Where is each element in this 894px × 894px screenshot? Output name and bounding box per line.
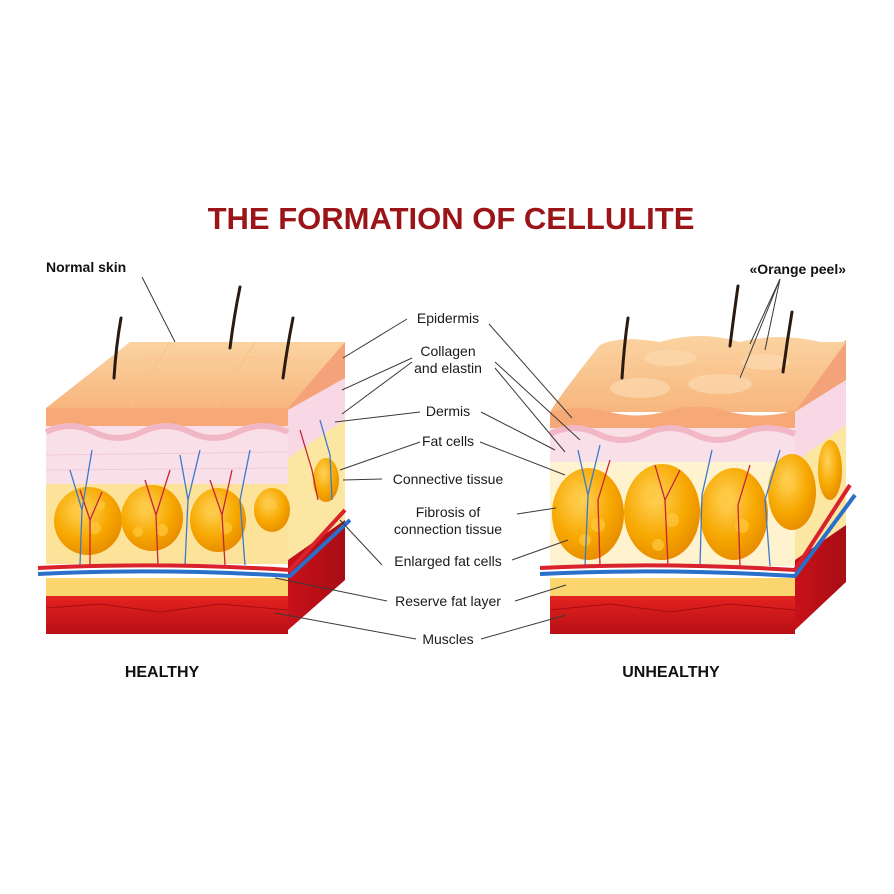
- caption-unhealthy: UNHEALTHY: [622, 664, 720, 681]
- healthy-artery: [37, 508, 347, 573]
- healthy-side-muscle: [288, 520, 345, 630]
- label-fibrosis-line1: Fibrosis of: [416, 504, 481, 520]
- unhealthy-hair-2: [728, 284, 740, 348]
- unhealthy-reserve-fat: [550, 578, 795, 596]
- label-muscles: Muscles: [422, 631, 473, 647]
- leader-lines: [141, 276, 781, 640]
- unhealthy-muscle: [550, 596, 795, 634]
- label-connective-tissue: Connective tissue: [393, 471, 504, 487]
- label-collagen-line2: and elastin: [414, 360, 482, 376]
- healthy-hair-1: [112, 316, 123, 380]
- healthy-front-epidermis: [46, 408, 288, 426]
- healthy-reserve-fat: [46, 578, 288, 596]
- unhealthy-top-epidermis: [550, 336, 846, 412]
- unhealthy-skin-block: [539, 284, 857, 634]
- healthy-vein: [37, 518, 352, 579]
- healthy-hair-3: [281, 316, 295, 380]
- caption-healthy: HEALTHY: [125, 664, 200, 681]
- label-dermis: Dermis: [426, 403, 470, 419]
- unhealthy-side-dermis: [795, 380, 846, 462]
- unhealthy-hair-1: [620, 316, 630, 380]
- label-reserve-fat-layer: Reserve fat layer: [395, 593, 501, 609]
- label-epidermis: Epidermis: [417, 310, 479, 326]
- unhealthy-artery: [539, 483, 852, 573]
- orange-peel-label: «Orange peel»: [750, 261, 847, 277]
- healthy-skin-block: [37, 285, 352, 634]
- unhealthy-front-epidermis: [550, 406, 795, 428]
- healthy-hair-2: [228, 285, 242, 350]
- page-title: THE FORMATION OF CELLULITE: [208, 201, 695, 236]
- label-collagen-line1: Collagen: [420, 343, 475, 359]
- label-fat-cells: Fat cells: [422, 433, 474, 449]
- label-fibrosis-line2: connection tissue: [394, 521, 502, 537]
- label-enlarged-fat-cells: Enlarged fat cells: [394, 553, 501, 569]
- healthy-side-epidermis: [288, 342, 345, 410]
- normal-skin-label: Normal skin: [46, 259, 126, 275]
- unhealthy-vein: [539, 493, 857, 579]
- healthy-muscle: [46, 596, 288, 634]
- unhealthy-hair-3: [781, 310, 794, 374]
- unhealthy-dermis: [550, 428, 795, 468]
